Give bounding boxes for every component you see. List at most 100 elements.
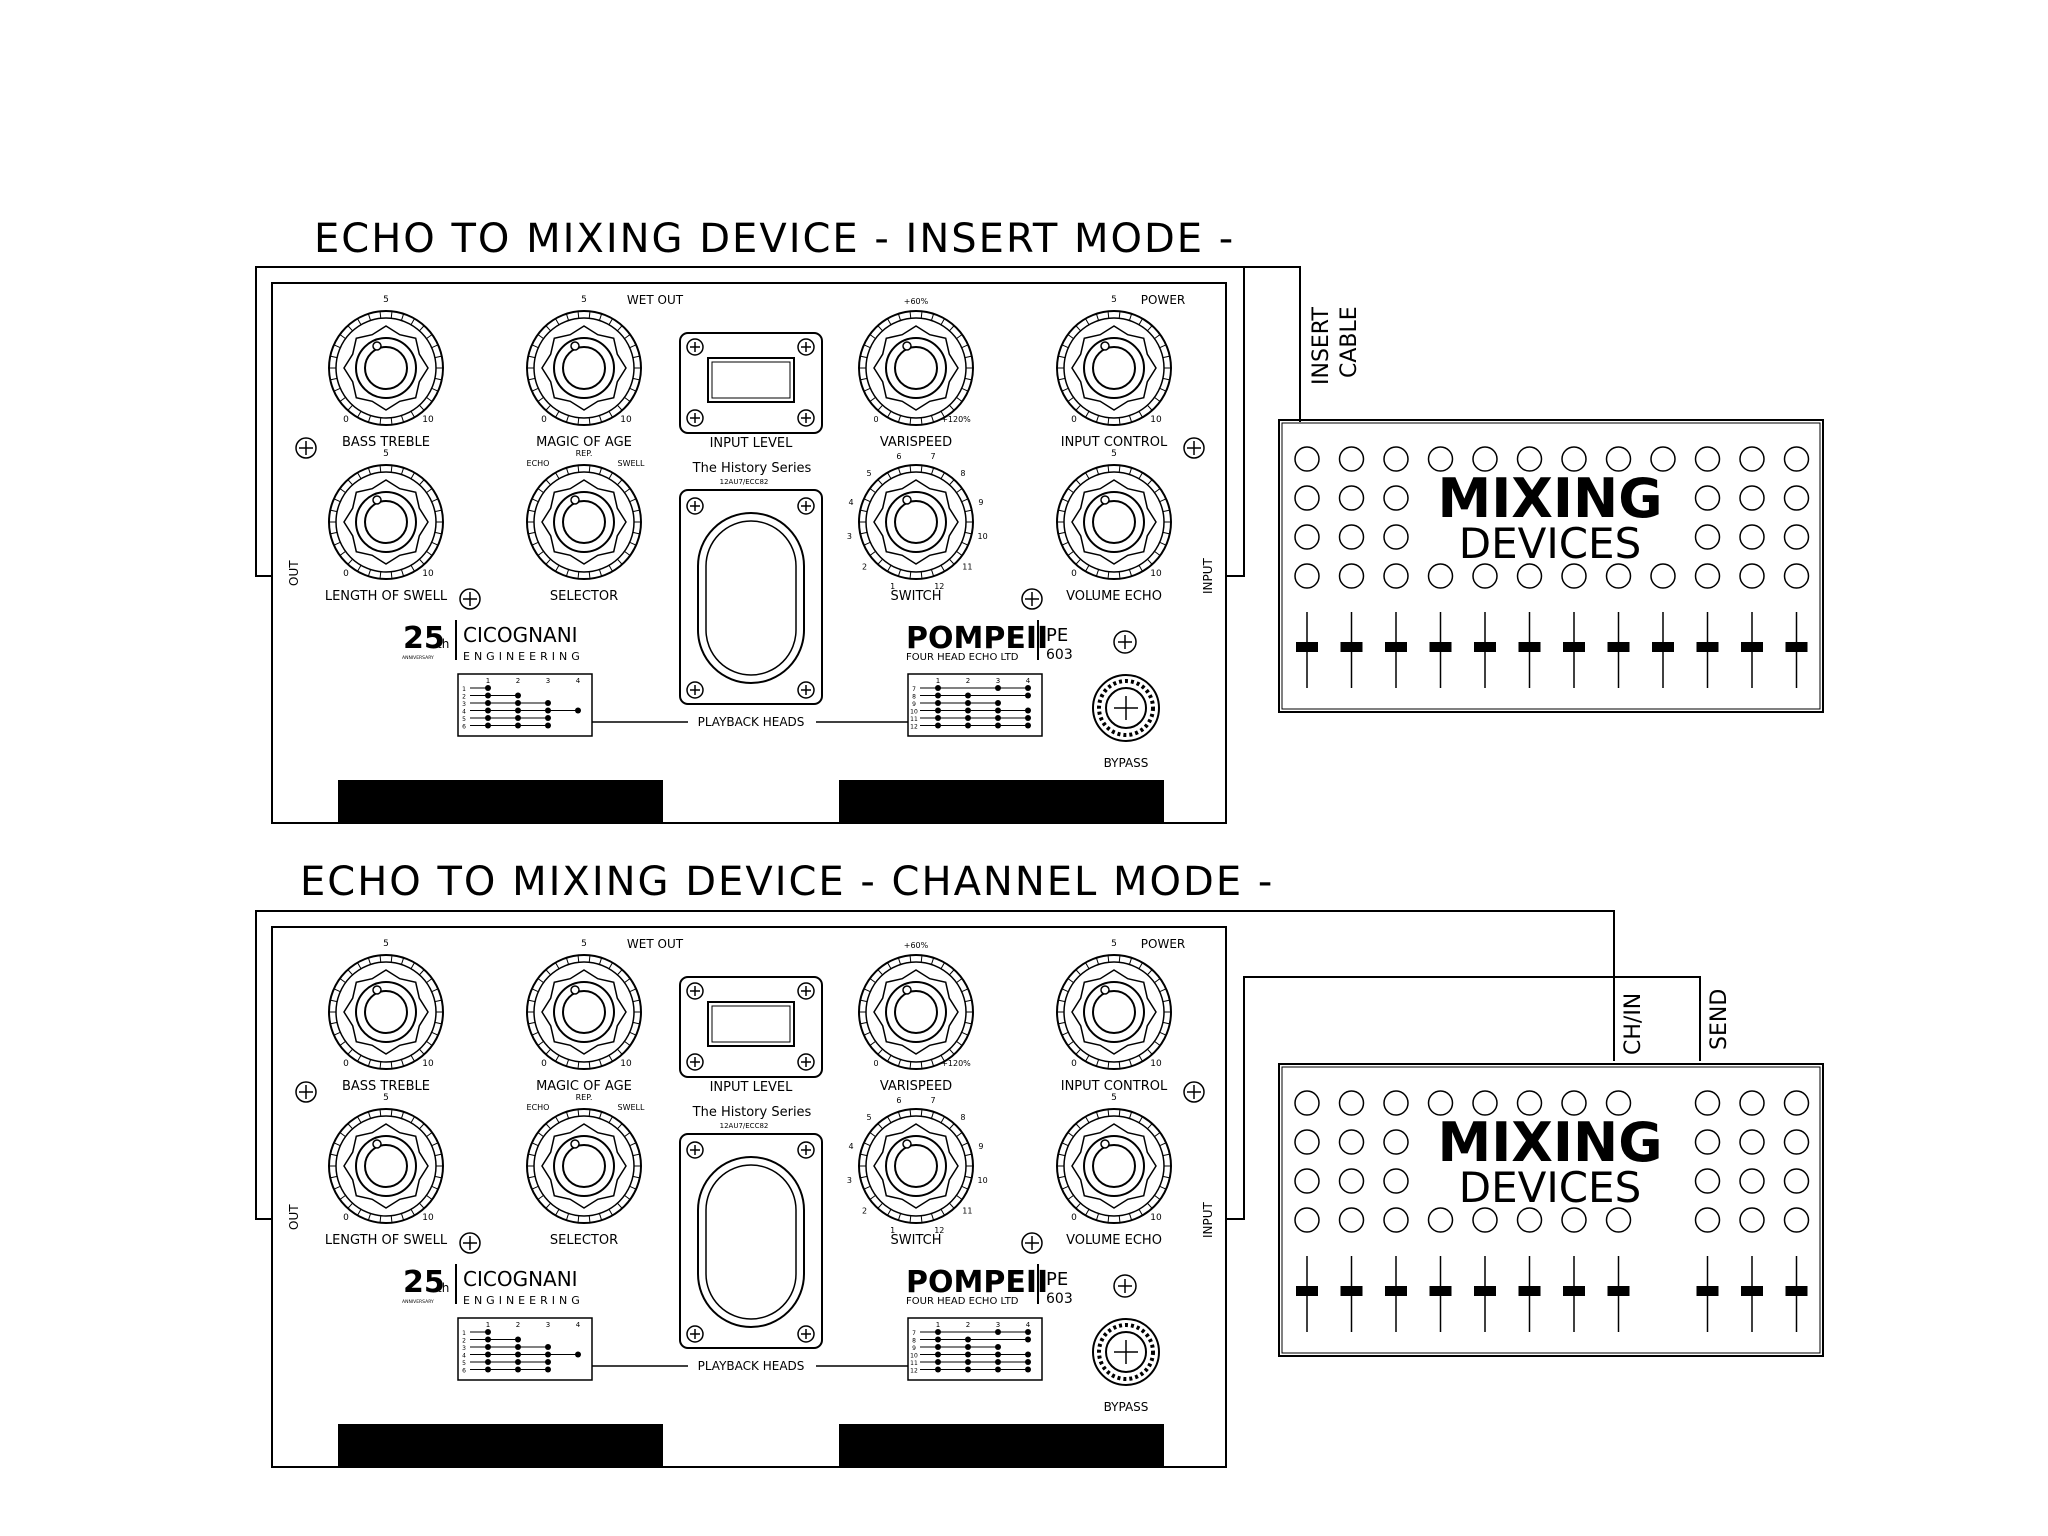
insert-knob-selector-tick <box>545 558 551 565</box>
insert-knob-volume-echo-tick <box>1058 509 1066 513</box>
channel-knob-volume-echo-pointer <box>1100 1139 1110 1149</box>
insert-foot-left <box>338 780 663 823</box>
insert-knob-switch-tick <box>860 509 868 513</box>
insert-left-head-dot <box>515 715 521 721</box>
channel-right-head-dot <box>935 1366 941 1373</box>
channel-knob-volume-echo-tick <box>1058 1153 1066 1157</box>
insert-knob-selector-cap <box>553 491 615 553</box>
channel-knob-selector-tick <box>588 1109 591 1117</box>
channel-knob-magic-of-age-tick <box>545 1048 551 1055</box>
channel-knob-volume-echo-tick <box>1162 1153 1170 1157</box>
channel-knob-input-control-center <box>1092 990 1136 1034</box>
insert-knob-input-control-tick <box>1154 396 1161 402</box>
channel-knob-magic-of-age-tick <box>577 1061 580 1069</box>
channel-right-head-dot <box>1025 1359 1031 1365</box>
channel-knob-magic-of-age-tick <box>608 1055 613 1062</box>
channel-knob-input-control-cap <box>1083 981 1145 1043</box>
insert-knob-bass-treble-tick <box>400 313 405 321</box>
channel-screw-left <box>295 1081 317 1103</box>
channel-knob-bass-treble-tick <box>390 1061 393 1069</box>
insert-knob-magic-of-age-tick <box>632 377 640 381</box>
channel-knob-magic-of-age-tick <box>598 957 603 965</box>
channel-brand-sub: ENGINEERING <box>463 1294 584 1307</box>
channel-right-head-dot <box>965 1344 971 1350</box>
insert-knob-varispeed-tick <box>909 311 912 319</box>
channel-magic_of_age-scale-min: 0 <box>541 1059 547 1069</box>
insert-switch-pos: 8 <box>960 469 965 478</box>
insert-knob-selector-tick <box>565 467 570 475</box>
insert-switch-pos: 5 <box>867 469 872 478</box>
channel-meter-frame <box>679 976 823 1078</box>
insert-knob-switch-tick <box>877 479 883 486</box>
insert-foot-right <box>839 780 1164 823</box>
channel-knob-length-of-swell-tick <box>379 1215 382 1223</box>
channel-switch-pos: 4 <box>849 1142 854 1151</box>
channel-knob-length-of-swell-tick <box>431 1185 439 1190</box>
insert-switch-pos: 7 <box>931 452 936 461</box>
insert-knob-magic-of-age-tick <box>598 415 603 423</box>
insert-volume_echo-scale-min: 0 <box>1071 569 1077 579</box>
channel-left-head-row: 2 <box>462 1338 466 1345</box>
channel-knob-magic-of-age-tick <box>624 1040 631 1046</box>
insert-screw-right <box>1183 437 1205 459</box>
insert-fader-cap <box>1785 642 1808 652</box>
channel-switch-pos: 9 <box>978 1142 983 1151</box>
insert-knob-volume-echo-tick <box>1107 465 1110 473</box>
insert-bypass-label: BYPASS <box>1104 756 1149 770</box>
channel-mixer-knob <box>1472 1207 1498 1233</box>
insert-knob-input-control-tick <box>1058 377 1066 381</box>
insert-knob-bass-treble-tick <box>347 404 353 411</box>
insert-switch-pos: 6 <box>896 452 901 461</box>
insert-knob-magic-of-age-tick <box>629 344 637 349</box>
insert-right-head-dot <box>995 707 1001 714</box>
channel-knob-switch <box>858 1108 974 1224</box>
channel-mixer-knob <box>1694 1168 1721 1194</box>
channel-knob-length-of-swell-grip <box>343 1123 429 1209</box>
insert-label-selector: SELECTOR <box>550 589 618 604</box>
insert-knob-volume-echo-tick <box>1118 465 1121 473</box>
channel-knob-volume-echo-tick <box>1058 1175 1066 1179</box>
insert-knob-bass-treble-tick <box>339 396 346 402</box>
insert-knob-selector-tick <box>528 531 536 535</box>
insert-knob-length-of-swell-tick <box>426 488 433 494</box>
channel-right-head-dot <box>1025 1329 1031 1335</box>
channel-knob-varispeed-tick <box>949 1048 955 1055</box>
insert-knob-varispeed-tick <box>949 404 955 411</box>
channel-knob-varispeed-center <box>894 990 938 1034</box>
channel-knob-magic-of-age-tick <box>632 999 640 1003</box>
channel-input-label: INPUT <box>1201 1201 1215 1238</box>
channel-knob-bass-treble-tick <box>347 1048 353 1055</box>
insert-screw-left <box>295 437 317 459</box>
insert-cable-label-line2: CABLE <box>1337 306 1362 378</box>
channel-knob-varispeed-tick <box>887 962 892 969</box>
channel-knob-length-of-swell-tick <box>410 1209 415 1216</box>
channel-knob-length-of-swell-tick <box>426 1132 433 1138</box>
insert-right-head-dot <box>935 700 941 706</box>
insert-right-head-num: 1 <box>936 677 940 685</box>
channel-length_of_swell-scale-max: 10 <box>422 1213 434 1223</box>
insert-bypass-outer <box>1092 674 1160 742</box>
channel-knob-switch-tick <box>961 1142 969 1147</box>
insert-knob-switch-pointer <box>902 495 912 505</box>
channel-knob-bass-treble-tick <box>330 1021 338 1025</box>
insert-right-head-row: 11 <box>910 716 918 723</box>
channel-tube-window-outer <box>697 1156 805 1328</box>
insert-knob-switch-tick <box>964 509 972 513</box>
channel-right-head-dot <box>1025 1366 1031 1373</box>
channel-left-head-dot <box>545 1359 551 1365</box>
channel-knob-switch-tick <box>897 1213 902 1221</box>
insert-mixer-knob <box>1783 485 1810 511</box>
channel-knob-bass-treble-tick <box>410 1055 415 1062</box>
insert-brand-suffix: th <box>437 637 449 651</box>
insert-left-head-dot <box>545 700 551 706</box>
insert-mixer-knob <box>1383 563 1409 589</box>
channel-knob-varispeed-tick <box>877 969 883 976</box>
channel-fader-cap <box>1340 1286 1363 1296</box>
channel-knob-volume-echo-tick <box>1162 1175 1170 1179</box>
insert-right-head-row: 7 <box>912 686 916 693</box>
channel-vari-top: +60% <box>904 941 929 950</box>
channel-mixer-outer <box>1278 1063 1824 1357</box>
insert-knob-selector-tick <box>617 558 623 565</box>
channel-knob-switch-tick <box>930 1213 935 1221</box>
